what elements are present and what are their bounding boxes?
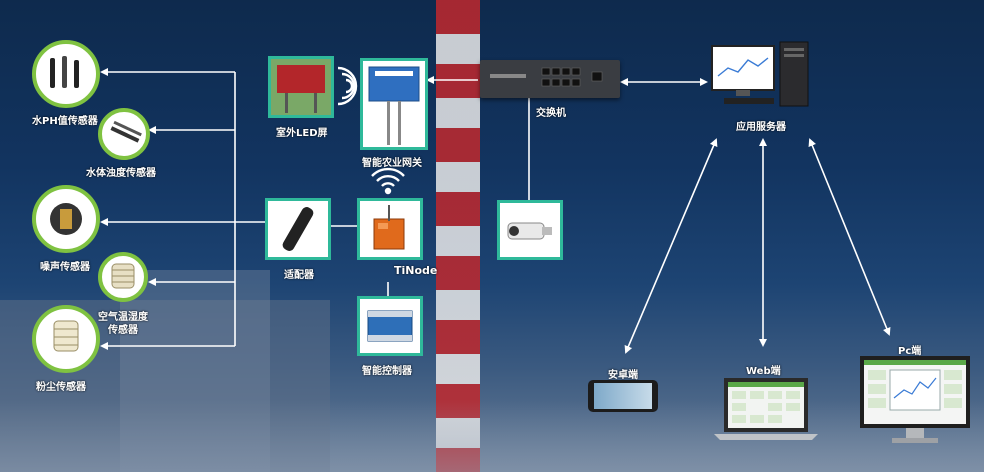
temp-humidity-label-line1: 空气温湿度: [98, 312, 148, 323]
turbidity-sensor-label: 水体浊度传感器: [86, 168, 156, 179]
dust-sensor-icon: [53, 320, 79, 352]
controller-node: [357, 296, 423, 356]
temp-humidity-label-line2: 传感器: [108, 325, 138, 336]
web-label: Web端: [746, 366, 781, 377]
dust-sensor-node: [32, 305, 100, 373]
noise-sensor-label: 噪声传感器: [40, 262, 90, 273]
ph-sensor-node: [32, 40, 100, 108]
camera-node: [497, 200, 563, 260]
switch-ports-icon: [490, 67, 603, 87]
web-laptop-node: [714, 376, 818, 442]
adapter-icon: [282, 207, 314, 251]
noise-sensor-node: [32, 185, 100, 253]
dust-sensor-label: 粉尘传感器: [36, 382, 86, 393]
turbidity-probe-icon: [110, 120, 142, 143]
camera-icon: [507, 222, 552, 240]
gateway-label: 智能农业网关: [362, 158, 422, 169]
controller-icon: [367, 310, 413, 342]
arrow-server-pc: [808, 138, 891, 336]
tinode-icon: [373, 205, 405, 250]
tinode-label: TiNode: [394, 264, 438, 277]
switch-node: [480, 60, 620, 98]
ph-sensor-label: 水PH值传感器: [32, 116, 98, 127]
app-server-node: [708, 40, 812, 112]
temp-humidity-sensor-node: [98, 252, 148, 302]
noise-sensor-icon: [50, 203, 82, 235]
tinode-node: [357, 198, 423, 260]
chimney: [436, 0, 480, 472]
ph-probe-icon: [50, 56, 79, 88]
led-screen-icon: [271, 59, 331, 115]
adapter-label: 适配器: [284, 270, 314, 281]
adapter-node: [265, 198, 331, 260]
gateway-icon: [368, 66, 420, 145]
building: [120, 270, 270, 472]
phone-screen: [594, 383, 652, 409]
ground-haze: [0, 400, 984, 472]
wifi-tinode-icon: [371, 167, 405, 195]
wifi-led-icon: [337, 66, 358, 106]
android-label: 安卓端: [608, 370, 638, 381]
pc-label: Pc端: [898, 346, 922, 357]
arrow-server-android: [624, 138, 718, 354]
monitor-icon: [860, 356, 970, 443]
app-server-label: 应用服务器: [736, 122, 786, 133]
switch-label: 交换机: [536, 108, 566, 119]
android-phone-node: [588, 380, 658, 412]
temp-humidity-icon: [111, 263, 135, 289]
led-screen-node: [268, 56, 334, 118]
led-screen-label: 室外LED屏: [276, 128, 328, 139]
controller-label: 智能控制器: [362, 366, 412, 377]
server-computer-icon: [711, 41, 809, 107]
pc-monitor-node: [858, 354, 972, 450]
laptop-icon: [714, 378, 818, 440]
turbidity-sensor-node: [98, 108, 150, 160]
gateway-node: [360, 58, 428, 150]
